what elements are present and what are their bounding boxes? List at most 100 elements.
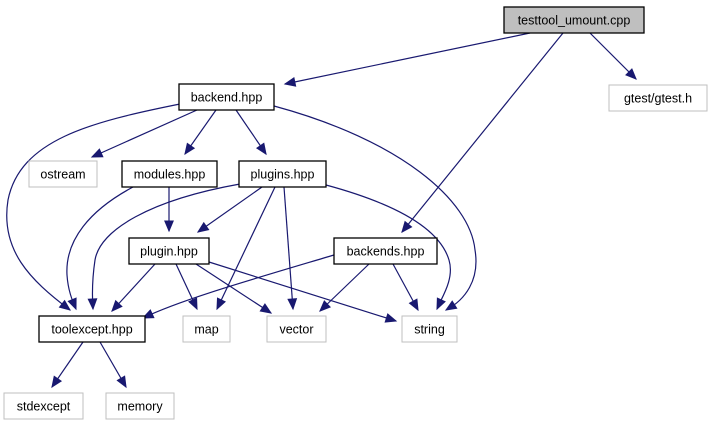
node-box <box>121 160 218 188</box>
edge-line <box>325 184 451 310</box>
node-testtool_umount[interactable]: testtool_umount.cpp <box>503 6 645 34</box>
node-label: backends.hpp <box>347 245 425 259</box>
node-map: map <box>182 315 231 343</box>
node-box <box>28 160 98 188</box>
node-backend[interactable]: backend.hpp <box>178 83 275 111</box>
arrowhead-icon <box>287 298 298 311</box>
edge-line <box>319 263 370 312</box>
arrowhead-icon <box>116 375 127 389</box>
edge-toolexcept-to-memory <box>99 341 127 389</box>
edge-line <box>283 186 294 310</box>
edges-layer <box>6 32 637 389</box>
edge-line <box>208 261 397 322</box>
arrowhead-icon <box>67 297 77 311</box>
arrowhead-icon <box>111 299 123 312</box>
edge-line <box>273 105 477 311</box>
edge-plugins-to-plugin <box>196 186 263 233</box>
node-modules[interactable]: modules.hpp <box>121 160 218 188</box>
arrowhead-icon <box>444 300 458 311</box>
node-box <box>3 392 84 420</box>
edge-plugin-to-map <box>175 263 198 311</box>
edge-backend-to-ostream <box>90 109 198 158</box>
node-box <box>266 315 327 343</box>
node-backends[interactable]: backends.hpp <box>333 237 438 265</box>
edge-line <box>195 263 272 314</box>
edge-toolexcept-to-stdexcept <box>51 341 84 389</box>
arrowhead-icon <box>188 297 198 311</box>
edge-plugin-to-string <box>208 261 398 323</box>
node-plugins[interactable]: plugins.hpp <box>238 160 327 188</box>
node-label: string <box>414 323 445 337</box>
arrowhead-icon <box>436 297 446 311</box>
edge-plugin-to-vector <box>195 263 273 314</box>
edge-line <box>284 32 531 85</box>
arrowhead-icon <box>141 309 155 319</box>
node-label: gtest/gtest.h <box>624 92 692 106</box>
arrowhead-icon <box>319 300 332 312</box>
arrowhead-icon <box>384 313 398 323</box>
edge-line <box>91 183 241 310</box>
node-box <box>238 160 327 188</box>
edge-line <box>91 109 198 158</box>
edge-line <box>197 186 263 233</box>
node-ostream: ostream <box>28 160 98 188</box>
edge-line <box>111 263 156 312</box>
node-vector: vector <box>266 315 327 343</box>
node-label: testtool_umount.cpp <box>518 14 631 28</box>
node-memory: memory <box>105 392 175 420</box>
arrowhead-icon <box>184 142 196 156</box>
node-box <box>333 237 438 265</box>
arrowhead-icon <box>408 298 419 312</box>
node-stdexcept: stdexcept <box>3 392 84 420</box>
node-label: backend.hpp <box>191 91 263 105</box>
node-label: stdexcept <box>17 400 71 414</box>
edge-backend-to-modules <box>184 109 217 156</box>
edge-line <box>216 186 276 310</box>
node-toolexcept[interactable]: toolexcept.hpp <box>38 315 146 343</box>
node-box <box>401 315 458 343</box>
node-label: memory <box>117 400 163 414</box>
arrowhead-icon <box>90 148 104 158</box>
node-label: ostream <box>40 168 85 182</box>
node-box <box>38 315 146 343</box>
edge-line <box>66 186 134 310</box>
edge-backends-to-string <box>392 263 419 312</box>
node-box <box>128 237 210 265</box>
edge-testtool_umount-to-gtest <box>589 32 637 80</box>
node-gtest: gtest/gtest.h <box>608 84 708 112</box>
edge-line <box>142 254 335 319</box>
edge-backend-to-toolexcept <box>6 103 181 311</box>
node-label: toolexcept.hpp <box>51 323 132 337</box>
arrowhead-icon <box>58 299 72 311</box>
arrowhead-icon <box>51 375 63 389</box>
edge-testtool_umount-to-backend <box>283 32 531 87</box>
arrowhead-icon <box>401 220 413 234</box>
edge-plugins-to-map <box>216 186 276 311</box>
node-label: map <box>194 323 218 337</box>
node-label: plugin.hpp <box>140 245 198 259</box>
node-plugin[interactable]: plugin.hpp <box>128 237 210 265</box>
edge-modules-to-toolexcept <box>66 186 134 311</box>
arrowhead-icon <box>87 298 98 311</box>
node-box <box>608 84 708 112</box>
node-box <box>503 6 645 34</box>
node-label: vector <box>279 323 313 337</box>
arrowhead-icon <box>216 297 226 311</box>
edge-plugins-to-toolexcept <box>87 183 241 311</box>
edge-line <box>6 103 181 311</box>
arrowhead-icon <box>259 303 273 314</box>
arrowhead-icon <box>255 142 267 156</box>
node-label: plugins.hpp <box>251 168 315 182</box>
node-box <box>178 83 275 111</box>
edge-backends-to-vector <box>319 263 370 312</box>
edge-plugins-to-vector <box>283 186 298 311</box>
edge-plugin-to-toolexcept <box>111 263 156 312</box>
node-box <box>182 315 231 343</box>
edge-testtool_umount-to-backends <box>401 32 564 234</box>
node-string: string <box>401 315 458 343</box>
edge-backend-to-plugins <box>235 109 267 156</box>
edge-backends-to-toolexcept <box>141 254 335 319</box>
node-box <box>105 392 175 420</box>
edge-plugins-to-string <box>325 184 451 311</box>
